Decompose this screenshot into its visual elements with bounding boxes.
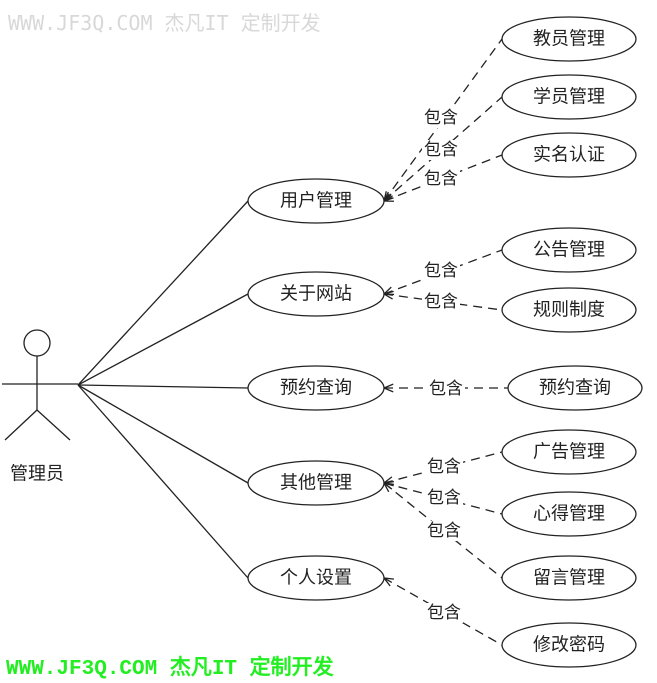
sub-use-case[interactable] <box>501 491 637 537</box>
sub-use-case-label: 广告管理 <box>533 442 605 463</box>
association-line <box>77 384 249 389</box>
sub-use-case-label: 规则制度 <box>533 300 605 321</box>
use-case-label: 其他管理 <box>280 473 352 494</box>
include-label: 包含 <box>427 457 461 477</box>
sub-use-case[interactable] <box>501 227 637 273</box>
include-label-bg <box>422 261 460 281</box>
include-label-bg <box>425 521 463 541</box>
include-label-bg <box>422 169 460 189</box>
include-label: 包含 <box>424 140 458 160</box>
sub-use-case-label: 学员管理 <box>533 87 605 108</box>
sub-use-case-label: 心得管理 <box>533 504 605 525</box>
sub-use-case[interactable] <box>501 16 637 62</box>
sub-use-case-label: 留言管理 <box>533 568 605 589</box>
association-line <box>77 293 249 386</box>
watermark-text: WWW.JF3Q.COM 杰凡IT 定制开发 <box>8 11 321 35</box>
include-line <box>383 38 503 202</box>
actor-leg-left <box>4 409 38 441</box>
include-label-bg <box>427 379 465 399</box>
use-case[interactable] <box>247 555 385 601</box>
use-case-label: 用户管理 <box>280 191 352 212</box>
actor: 管理员 <box>2 329 78 485</box>
sub-use-case[interactable] <box>501 132 637 178</box>
use-case[interactable] <box>247 178 385 224</box>
use-case-label: 关于网站 <box>280 284 352 305</box>
include-label: 包含 <box>424 292 458 312</box>
sub-use-case[interactable] <box>501 74 637 120</box>
sub-use-case[interactable] <box>507 365 643 411</box>
use-case-label: 个人设置 <box>280 568 352 589</box>
use-case-label: 预约查询 <box>280 378 352 399</box>
association-line <box>77 200 249 386</box>
actor-leg-right <box>36 409 71 441</box>
sub-use-case[interactable] <box>501 287 637 333</box>
include-line <box>383 293 503 311</box>
include-label: 包含 <box>424 108 458 128</box>
include-label-bg <box>422 140 460 160</box>
include-label: 包含 <box>424 169 458 189</box>
include-label: 包含 <box>429 379 463 399</box>
include-label-bg <box>425 457 463 477</box>
sub-use-case[interactable] <box>501 429 637 475</box>
sub-use-case-label: 预约查询 <box>539 378 611 399</box>
sub-use-case-label: 修改密码 <box>533 635 605 656</box>
use-case[interactable] <box>247 460 385 506</box>
association-line <box>77 384 249 484</box>
include-label-bg <box>425 603 463 623</box>
association-line <box>77 384 249 579</box>
actor-head <box>23 329 51 357</box>
include-label: 包含 <box>427 488 461 508</box>
sub-use-case[interactable] <box>501 555 637 601</box>
include-label: 包含 <box>427 603 461 623</box>
sub-use-case-label: 实名认证 <box>533 145 605 166</box>
use-case[interactable] <box>247 271 385 317</box>
include-label: 包含 <box>424 261 458 281</box>
use-case[interactable] <box>247 365 385 411</box>
actor-label: 管理员 <box>10 464 64 485</box>
include-arrowhead <box>382 577 395 587</box>
sub-use-case[interactable] <box>501 622 637 668</box>
include-label-bg <box>422 108 460 128</box>
footer-watermark: WWW.JF3Q.COM 杰凡IT 定制开发 <box>6 655 335 681</box>
sub-use-case-label: 教员管理 <box>533 29 605 50</box>
sub-use-case-label: 公告管理 <box>533 240 605 261</box>
include-label-bg <box>422 292 460 312</box>
include-label-bg <box>425 488 463 508</box>
include-label: 包含 <box>427 521 461 541</box>
